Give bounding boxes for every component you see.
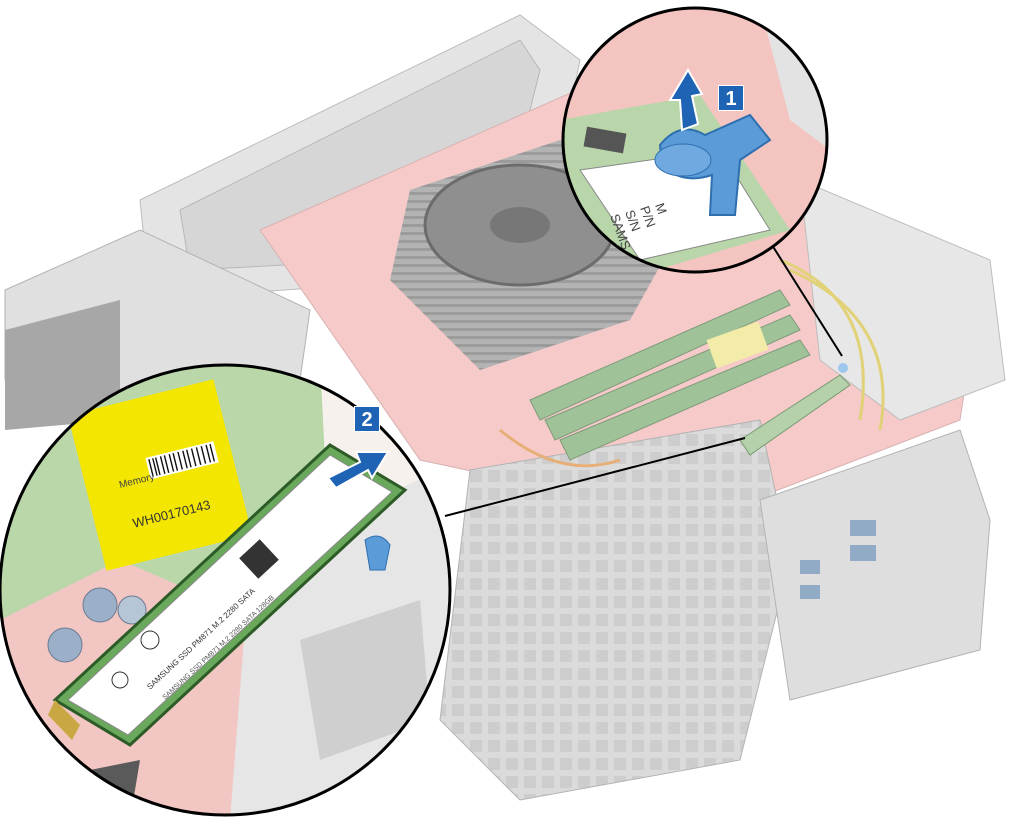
- leader-line-clip: [771, 244, 843, 357]
- up-arrow-icon: [668, 68, 704, 132]
- clip-label-line-1: M: [652, 201, 670, 216]
- zoom-circle-ssd: Memory WH00170143 SAMSUNG SSD PM871 M.2 …: [0, 363, 452, 817]
- step-1-badge: 1: [718, 85, 744, 111]
- step-2-badge: 2: [354, 406, 380, 432]
- memory-modules: [529, 289, 811, 461]
- clip-label-line-3: S/N: [622, 208, 644, 233]
- zoom-circle-clip: M P/N S/N SAMS: [561, 6, 829, 274]
- clip-label-line-2: P/N: [637, 204, 659, 229]
- slide-out-arrow-icon: [326, 451, 390, 490]
- leader-line-ssd: [444, 437, 746, 517]
- blue-retention-clip: [654, 113, 772, 216]
